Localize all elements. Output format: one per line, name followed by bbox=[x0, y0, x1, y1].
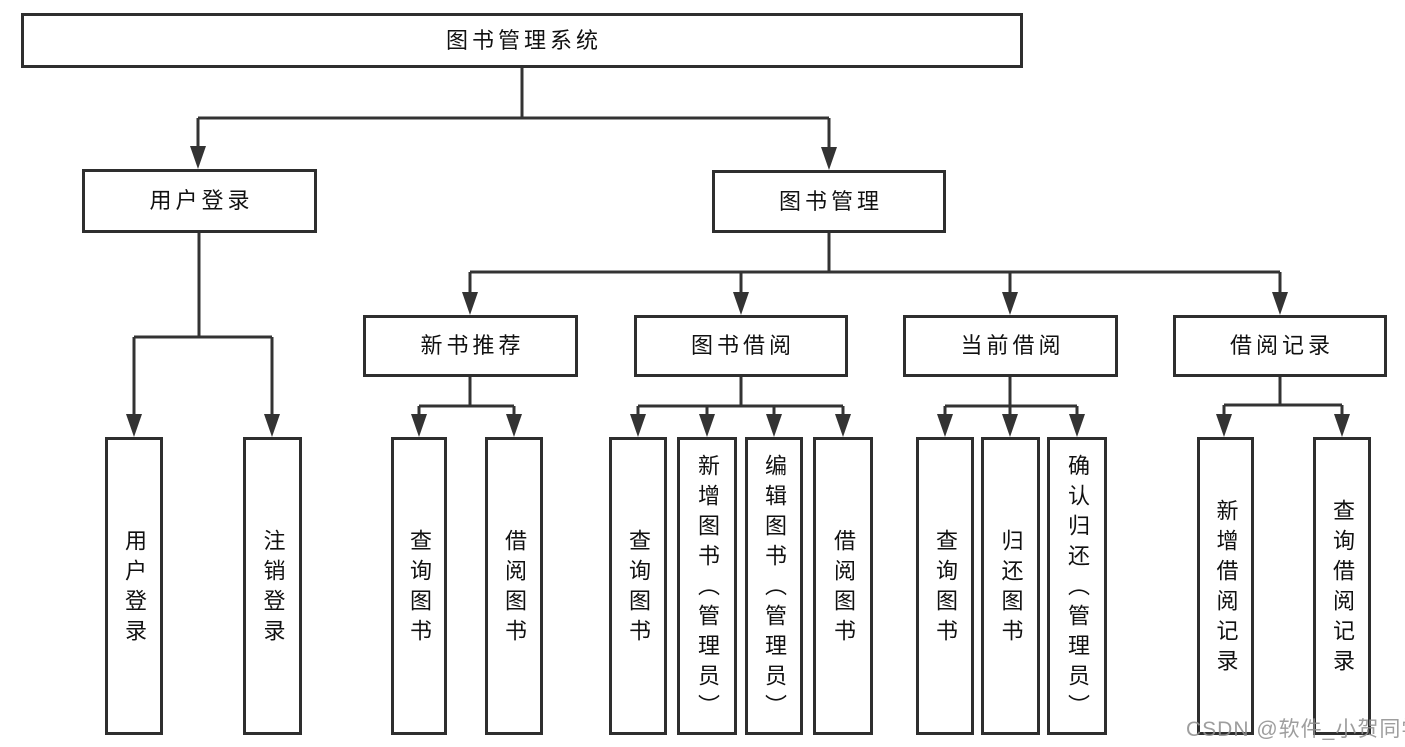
leaf-br-query-record: 查询借阅记录 bbox=[1313, 437, 1371, 735]
leaf-cb-confirm-return-admin: 确认归还（管理员） bbox=[1047, 437, 1107, 735]
leaf-nbr-borrow-books: 借阅图书 bbox=[485, 437, 543, 735]
connector-book-management-to-sections bbox=[468, 233, 1282, 296]
leaf-bb-edit-books-admin: 编辑图书（管理员） bbox=[745, 437, 803, 735]
connector-user-login-to-leaves bbox=[132, 233, 274, 418]
node-new-book-recommend: 新书推荐 bbox=[363, 315, 578, 377]
leaf-user-login: 用户登录 bbox=[105, 437, 163, 735]
connector-current-borrow-to-leaves bbox=[943, 377, 1079, 418]
node-user-login: 用户登录 bbox=[82, 169, 317, 233]
node-root-system: 图书管理系统 bbox=[21, 13, 1023, 68]
node-current-borrow: 当前借阅 bbox=[903, 315, 1118, 377]
leaf-cb-return-books: 归还图书 bbox=[981, 437, 1040, 735]
leaf-bb-add-books-admin: 新增图书（管理员） bbox=[677, 437, 737, 735]
csdn-watermark: CSDN @软件_小贺同学 bbox=[1186, 718, 1405, 741]
connector-new-book-recommend-to-leaves bbox=[417, 377, 516, 418]
node-book-borrow: 图书借阅 bbox=[634, 315, 848, 377]
node-book-management: 图书管理 bbox=[712, 170, 946, 233]
leaf-bb-query-books: 查询图书 bbox=[609, 437, 667, 735]
leaf-nbr-query-books: 查询图书 bbox=[391, 437, 447, 735]
leaf-br-add-record: 新增借阅记录 bbox=[1197, 437, 1254, 735]
connector-book-borrow-to-leaves bbox=[636, 377, 845, 418]
leaf-cb-query-books: 查询图书 bbox=[916, 437, 974, 735]
connector-root-to-level2 bbox=[196, 68, 831, 151]
leaf-logout: 注销登录 bbox=[243, 437, 302, 735]
connector-borrow-records-to-leaves bbox=[1222, 377, 1344, 418]
leaf-bb-borrow-books: 借阅图书 bbox=[813, 437, 873, 735]
node-borrow-records: 借阅记录 bbox=[1173, 315, 1387, 377]
